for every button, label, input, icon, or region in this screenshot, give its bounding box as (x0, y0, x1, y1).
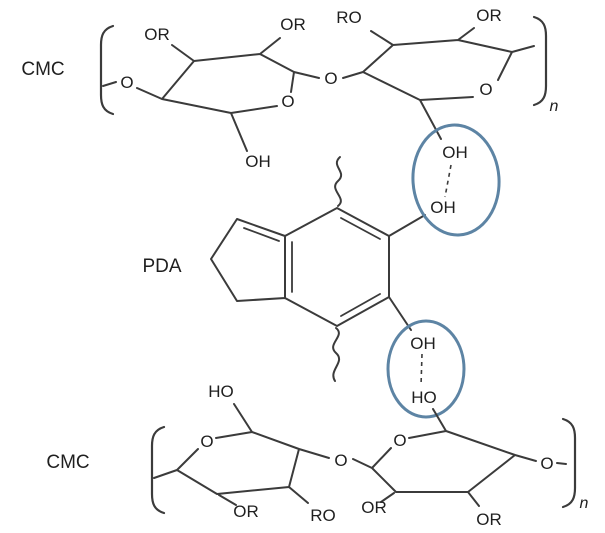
bottom-cmc-chain: HO HO O O O O OR RO OR OR n CMC (46, 382, 588, 529)
top-chain-ro3-label: RO (336, 8, 362, 27)
bottom-left-bracket (150, 425, 166, 515)
top-left-bracket (99, 24, 115, 116)
bottom-chain-ho1-label: HO (208, 382, 234, 401)
bottom-repeat-subscript: n (580, 495, 589, 512)
bottom-chain-or1-label: OR (233, 502, 259, 521)
pda-molecule: OH OH PDA (142, 156, 456, 382)
bottom-chain-ring1-oxygen: O (200, 432, 213, 451)
top-repeat-subscript: n (550, 98, 559, 115)
cmc-top-label: CMC (21, 59, 64, 80)
bottom-chain-or4-label: OR (476, 510, 502, 529)
pda-oh-top-label: OH (430, 198, 456, 217)
hydrogen-bond-circle-top (411, 123, 501, 237)
bottom-chain-ether-oxygen: O (540, 454, 553, 473)
top-chain-ring1-oxygen: O (281, 92, 294, 111)
bottom-right-bracket (561, 417, 577, 509)
bottom-chain-or3-label: OR (361, 498, 387, 517)
bottom-chain-ho2-label: HO (411, 388, 437, 407)
pda-double-bonds (243, 217, 381, 317)
top-chain-or2-label: OR (280, 15, 306, 34)
bottom-chain-bonds (153, 403, 567, 507)
hydrogen-bond-circle-bottom (386, 319, 466, 419)
hydrogen-bond-highlights (386, 123, 501, 419)
top-chain-ring2-oxygen: O (479, 80, 492, 99)
bottom-chain-ring2-oxygen: O (393, 431, 406, 450)
top-chain-oh1-label: OH (245, 152, 271, 171)
top-chain-glycosidic-oxygen: O (324, 69, 337, 88)
top-chain-bonds (102, 27, 535, 152)
top-chain-oh2-label: OH (442, 143, 468, 162)
bottom-chain-ro2-label: RO (310, 506, 336, 525)
cmc-bottom-label: CMC (46, 452, 89, 473)
pda-ring-bonds (210, 207, 426, 331)
top-cmc-chain: OR OR RO OR O O O O OH OH n CMC (21, 6, 558, 171)
hydrogen-bond-dashes (420, 164, 452, 387)
pda-label: PDA (142, 256, 181, 277)
top-right-bracket (532, 15, 548, 107)
top-chain-ether-oxygen: O (120, 73, 133, 92)
pda-wavy-bond-top (334, 156, 343, 207)
bottom-chain-glycosidic-oxygen: O (334, 451, 347, 470)
top-chain-or4-label: OR (476, 6, 502, 25)
pda-wavy-bond-bottom (332, 327, 341, 382)
pda-oh-bottom-label: OH (410, 334, 436, 353)
top-chain-or1-label: OR (144, 25, 170, 44)
